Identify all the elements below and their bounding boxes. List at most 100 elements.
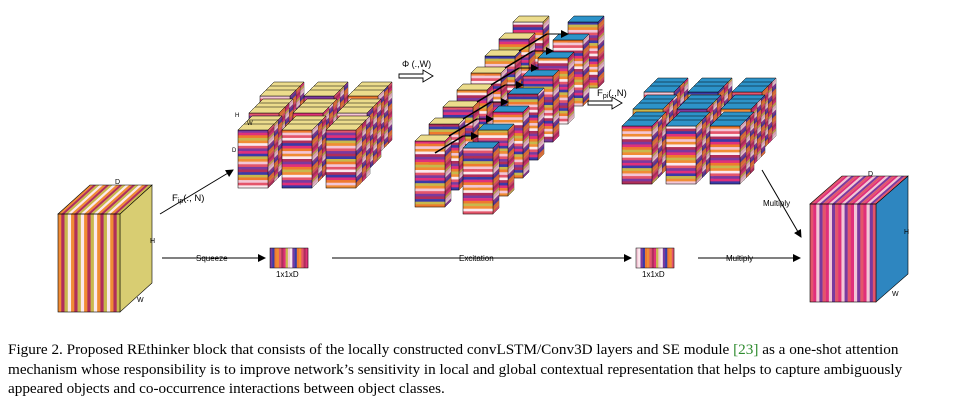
cube-side-stripe bbox=[740, 170, 746, 179]
cube-stripe bbox=[710, 131, 740, 135]
cube-side-stripe bbox=[583, 36, 589, 46]
cube-side-stripe bbox=[553, 75, 559, 84]
cube-side-stripe bbox=[523, 127, 529, 136]
tensor-stripe bbox=[869, 204, 874, 302]
cube-top bbox=[632, 102, 670, 110]
cube-top bbox=[428, 117, 466, 125]
cube-stripe bbox=[415, 188, 445, 192]
cube-top bbox=[259, 89, 297, 97]
cube-side-stripe bbox=[652, 122, 658, 132]
cube-side-stripe bbox=[652, 120, 658, 129]
cube-side-stripe bbox=[538, 143, 544, 153]
cube-stripe bbox=[666, 133, 696, 137]
cube-side-stripe bbox=[493, 171, 499, 180]
cube-side-stripe bbox=[459, 141, 465, 151]
tensor-top-outline bbox=[809, 175, 909, 205]
cube-side-stripe bbox=[523, 121, 529, 131]
cube-stripe bbox=[710, 133, 740, 137]
cube-stripe bbox=[499, 39, 529, 42]
cube-stripe bbox=[326, 161, 356, 165]
cube-side-stripe bbox=[445, 166, 451, 176]
cube-stripe bbox=[326, 145, 356, 149]
cube-side-stripe bbox=[268, 153, 274, 162]
cube-stripe bbox=[523, 78, 553, 82]
cube-stripe bbox=[463, 177, 493, 180]
cube-stripe bbox=[326, 172, 356, 176]
tensor-stripe bbox=[866, 204, 870, 302]
tensor-stripe bbox=[61, 214, 65, 312]
cube-side-stripe bbox=[553, 93, 559, 103]
cube-stripe bbox=[666, 160, 696, 164]
cube-stripe bbox=[553, 40, 583, 43]
tensor-stripe bbox=[100, 214, 104, 312]
tensor-top-stripe bbox=[816, 176, 852, 204]
tensor-top-stripe bbox=[116, 185, 152, 214]
cube-stripe bbox=[326, 143, 356, 147]
cube-side-stripe bbox=[696, 162, 702, 171]
cube-stripe bbox=[326, 177, 356, 181]
cube-stripe bbox=[443, 114, 473, 118]
cube-stripe bbox=[282, 166, 312, 170]
cube-top bbox=[552, 33, 590, 41]
tensor-stripe bbox=[860, 204, 864, 302]
cube-stripe bbox=[429, 124, 459, 127]
cube-side-stripe bbox=[553, 104, 559, 113]
cube-stripe bbox=[508, 99, 538, 103]
cube-side-stripe bbox=[696, 125, 702, 134]
cube-side-stripe bbox=[740, 151, 746, 161]
cube-stripe bbox=[538, 63, 568, 67]
cube-stripe bbox=[443, 109, 473, 113]
cube-stripe bbox=[238, 137, 268, 141]
cube-stripe bbox=[710, 170, 740, 174]
cube-side-stripe bbox=[445, 177, 451, 186]
cube-side-stripe bbox=[268, 163, 274, 173]
cube-side-stripe bbox=[553, 125, 559, 135]
cube-side-stripe bbox=[312, 179, 318, 188]
vector-stripe bbox=[272, 248, 275, 268]
rethinker-diagram: D H W H W D Fip(., N) Φ (.,W) Fpi(.,N) M… bbox=[57, 15, 909, 313]
vector-stripe bbox=[276, 248, 280, 268]
output-tensor bbox=[809, 175, 909, 303]
cube-top bbox=[567, 15, 605, 23]
cube-stripe bbox=[493, 119, 523, 123]
cube-stripe bbox=[523, 83, 553, 87]
cube-stripe bbox=[415, 159, 445, 163]
cube-side-stripe bbox=[508, 126, 514, 136]
cube-side-stripe bbox=[445, 169, 451, 178]
cube-side-stripe bbox=[583, 63, 589, 72]
vector-stripe bbox=[665, 248, 668, 268]
cube-stripe bbox=[666, 181, 696, 185]
cube-side-stripe bbox=[501, 88, 507, 97]
cube-side-stripe bbox=[529, 54, 535, 63]
cube-stripe bbox=[666, 139, 696, 143]
cube-side-stripe bbox=[312, 139, 318, 149]
cube-side-stripe bbox=[538, 90, 544, 100]
cube-side-stripe bbox=[445, 185, 451, 194]
stack2-block bbox=[709, 119, 747, 185]
cube-side-stripe bbox=[583, 84, 589, 93]
cube-stripe bbox=[326, 132, 356, 136]
cube-stripe bbox=[238, 153, 268, 157]
cube-side-stripe bbox=[598, 76, 604, 86]
cube-stripe bbox=[710, 173, 740, 177]
cube-side-stripe bbox=[312, 129, 318, 138]
cube-stripe bbox=[415, 196, 445, 200]
cube-stripe bbox=[415, 141, 445, 144]
cube-side-stripe bbox=[598, 18, 604, 28]
cube-stripe bbox=[710, 147, 740, 150]
cube-stripe bbox=[471, 80, 501, 84]
cube-side-stripe bbox=[568, 104, 574, 114]
cube-top bbox=[470, 66, 508, 74]
cube-side-stripe bbox=[553, 72, 559, 82]
cube-side-stripe bbox=[598, 60, 604, 70]
vector-stripe bbox=[303, 248, 306, 268]
cube-side-stripe bbox=[268, 174, 274, 183]
cube-side-stripe bbox=[356, 166, 362, 175]
cube-side-stripe bbox=[523, 164, 529, 173]
cube-side-stripe bbox=[740, 175, 746, 184]
cube-side-stripe bbox=[508, 187, 514, 196]
cube-side-stripe bbox=[538, 114, 544, 124]
cube-side-stripe bbox=[312, 124, 318, 133]
cube-top bbox=[292, 106, 330, 114]
tensor-top-stripe bbox=[113, 185, 149, 214]
